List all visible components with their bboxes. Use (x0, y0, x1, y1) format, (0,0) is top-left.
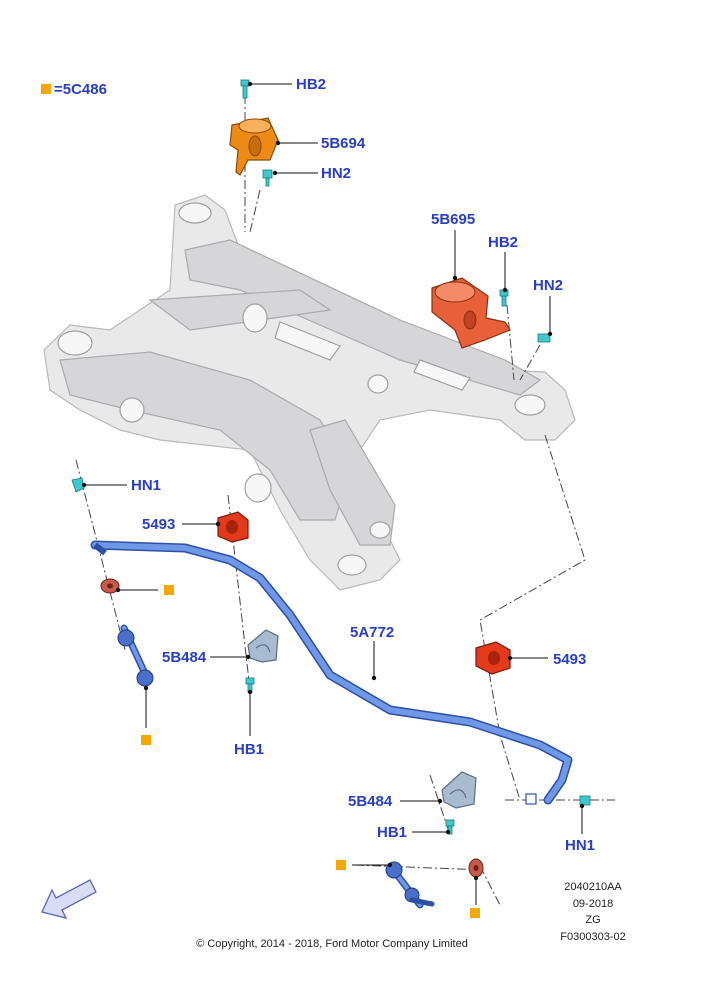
meta-code: 2040210AA (564, 881, 622, 893)
assembly-lines (75, 95, 615, 906)
rear-subframe (43, 194, 576, 591)
label-5b484-right: 5B484 (348, 793, 393, 810)
marker-5c486-left-link (141, 735, 151, 745)
label-hn1-right: HN1 (565, 837, 595, 854)
bushing-5493-left (217, 511, 249, 543)
marker-5c486-right-washer (470, 908, 480, 918)
nut-hn2-top (262, 169, 273, 187)
label-hn2-right: HN2 (533, 277, 563, 294)
copyright: © Copyright, 2014 - 2018, Ford Motor Com… (196, 938, 468, 950)
bolt-hb2-right (499, 289, 509, 307)
label-hb2-right: HB2 (488, 234, 518, 251)
legend-square-icon (41, 84, 51, 94)
meta-fig: F0300303-02 (560, 931, 625, 943)
legend-text: =5C486 (54, 81, 107, 98)
nut-hn1-right (579, 795, 591, 806)
label-hb1-left: HB1 (234, 741, 264, 758)
washer-left (100, 578, 120, 594)
stabilizer-bar (90, 540, 573, 805)
stabilizer-link-right (385, 861, 435, 909)
leader-lines (81, 81, 585, 905)
bracket-5b484-right (441, 771, 477, 809)
meta-date: 09-2018 (573, 898, 613, 910)
label-5b695: 5B695 (431, 211, 475, 228)
bushing-5493-right (475, 641, 511, 675)
label-hb1-right: HB1 (377, 824, 407, 841)
legend-markers (41, 84, 480, 918)
label-hn2-top: HN2 (321, 165, 351, 182)
bolt-hb1-right (445, 819, 455, 835)
stabilizer-link-left (117, 624, 154, 687)
label-5493-left: 5493 (142, 516, 175, 533)
bracket-5b484-left (247, 629, 279, 663)
meta-zg: ZG (585, 914, 600, 926)
nut-hn2-right (537, 333, 551, 343)
marker-5c486-left-washer (164, 585, 174, 595)
label-5b694: 5B694 (321, 135, 366, 152)
washer-right (468, 858, 484, 878)
direction-arrow-icon (41, 879, 97, 919)
bolt-hb2-top (240, 79, 250, 99)
label-hn1-left: HN1 (131, 477, 161, 494)
label-5493-right: 5493 (553, 651, 586, 668)
marker-5c486-right-link (336, 860, 346, 870)
mount-5b694 (229, 117, 279, 176)
bar-end-clip (525, 793, 537, 805)
label-5b484-left: 5B484 (162, 649, 207, 666)
label-hb2-top: HB2 (296, 76, 326, 93)
nut-hn1-left (71, 477, 85, 493)
mount-5b695 (431, 277, 511, 349)
label-5a772: 5A772 (350, 624, 394, 641)
